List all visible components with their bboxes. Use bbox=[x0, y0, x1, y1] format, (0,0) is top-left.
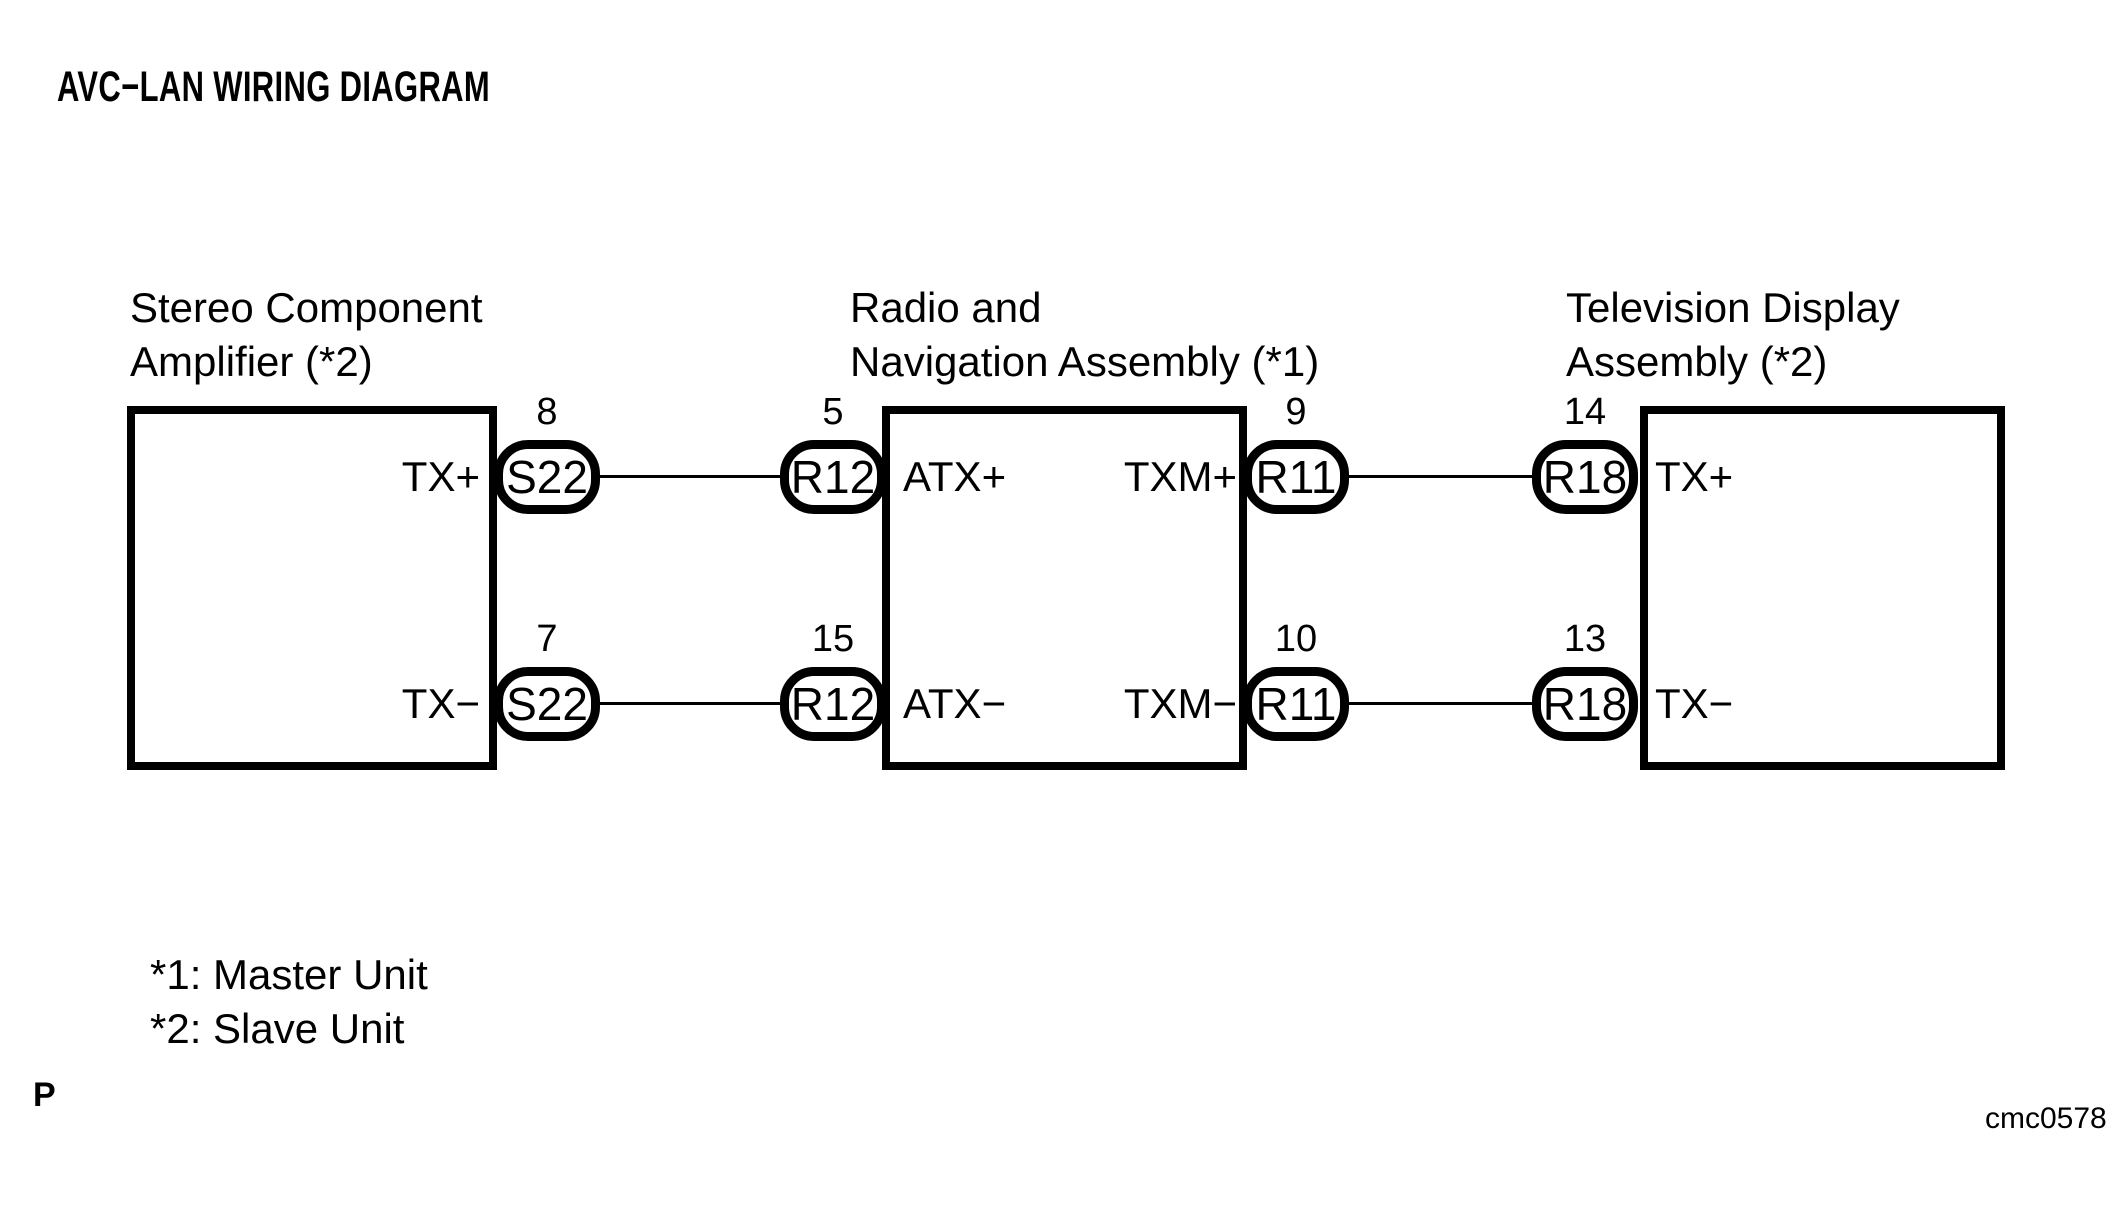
pin-number-7: 7 bbox=[536, 618, 558, 660]
connector-label: S22 bbox=[506, 451, 588, 503]
component-title-television-display: Television Display Assembly (*2) bbox=[1566, 281, 1900, 389]
signal-label-nav-atx-minus: ATX− bbox=[903, 680, 1007, 727]
footnotes: *1: Master Unit *2: Slave Unit bbox=[150, 948, 428, 1056]
signal-label-amp-tx-minus: TX− bbox=[401, 680, 480, 727]
figure-code: cmc0578 bbox=[1985, 1102, 2107, 1135]
component-title-line: Television Display bbox=[1566, 284, 1900, 331]
pin-number-5: 5 bbox=[822, 391, 844, 433]
wire-tx-minus-right bbox=[1347, 702, 1535, 705]
component-title-line: Radio and bbox=[850, 284, 1042, 331]
connector-label: R12 bbox=[790, 451, 876, 503]
signal-label-tv-tx-plus: TX+ bbox=[1655, 453, 1734, 500]
signal-label-nav-atx-plus: ATX+ bbox=[903, 453, 1007, 500]
pin-number-13: 13 bbox=[1563, 618, 1607, 660]
footnote-master-unit: *1: Master Unit bbox=[150, 951, 428, 998]
component-title-stereo-amplifier: Stereo Component Amplifier (*2) bbox=[130, 281, 483, 389]
connector-oval-r12-top: R12 bbox=[780, 440, 886, 514]
connector-label: R11 bbox=[1255, 451, 1337, 503]
pin-number-9: 9 bbox=[1285, 391, 1307, 433]
connector-oval-r18-bottom: R18 bbox=[1532, 667, 1638, 741]
footnote-slave-unit: *2: Slave Unit bbox=[150, 1005, 405, 1052]
connector-oval-r11-top: R11 bbox=[1243, 440, 1349, 514]
component-box-television-display bbox=[1640, 406, 2005, 770]
connector-label: R18 bbox=[1542, 451, 1628, 503]
signal-label-amp-tx-plus: TX+ bbox=[401, 453, 480, 500]
pin-number-10: 10 bbox=[1274, 618, 1318, 660]
component-title-line: Navigation Assembly (*1) bbox=[850, 338, 1320, 385]
component-title-line: Assembly (*2) bbox=[1566, 338, 1828, 385]
connector-oval-r12-bottom: R12 bbox=[780, 667, 886, 741]
wire-tx-plus-left bbox=[598, 475, 784, 478]
pin-number-15: 15 bbox=[811, 618, 855, 660]
signal-label-nav-txm-minus: TXM− bbox=[1123, 680, 1237, 727]
component-box-stereo-amplifier bbox=[127, 406, 497, 770]
component-title-line: Stereo Component bbox=[130, 284, 483, 331]
connector-oval-s22-bottom: S22 bbox=[494, 667, 600, 741]
component-title-radio-navigation: Radio and Navigation Assembly (*1) bbox=[850, 281, 1319, 389]
connector-label: R18 bbox=[1542, 678, 1628, 730]
page-title: AVC−LAN WIRING DIAGRAM bbox=[57, 63, 491, 111]
connector-oval-r18-top: R18 bbox=[1532, 440, 1638, 514]
connector-label: S22 bbox=[506, 678, 588, 730]
connector-oval-s22-top: S22 bbox=[494, 440, 600, 514]
signal-label-tv-tx-minus: TX− bbox=[1655, 680, 1734, 727]
pin-number-8: 8 bbox=[536, 391, 558, 433]
component-box-radio-navigation bbox=[882, 406, 1247, 770]
connector-label: R12 bbox=[790, 678, 876, 730]
connector-oval-r11-bottom: R11 bbox=[1243, 667, 1349, 741]
signal-label-nav-txm-plus: TXM+ bbox=[1123, 453, 1237, 500]
connector-label: R11 bbox=[1255, 678, 1337, 730]
wire-tx-minus-left bbox=[598, 702, 784, 705]
page-marker: P bbox=[33, 1076, 56, 1114]
wire-tx-plus-right bbox=[1347, 475, 1535, 478]
component-title-line: Amplifier (*2) bbox=[130, 338, 373, 385]
pin-number-14: 14 bbox=[1563, 391, 1607, 433]
